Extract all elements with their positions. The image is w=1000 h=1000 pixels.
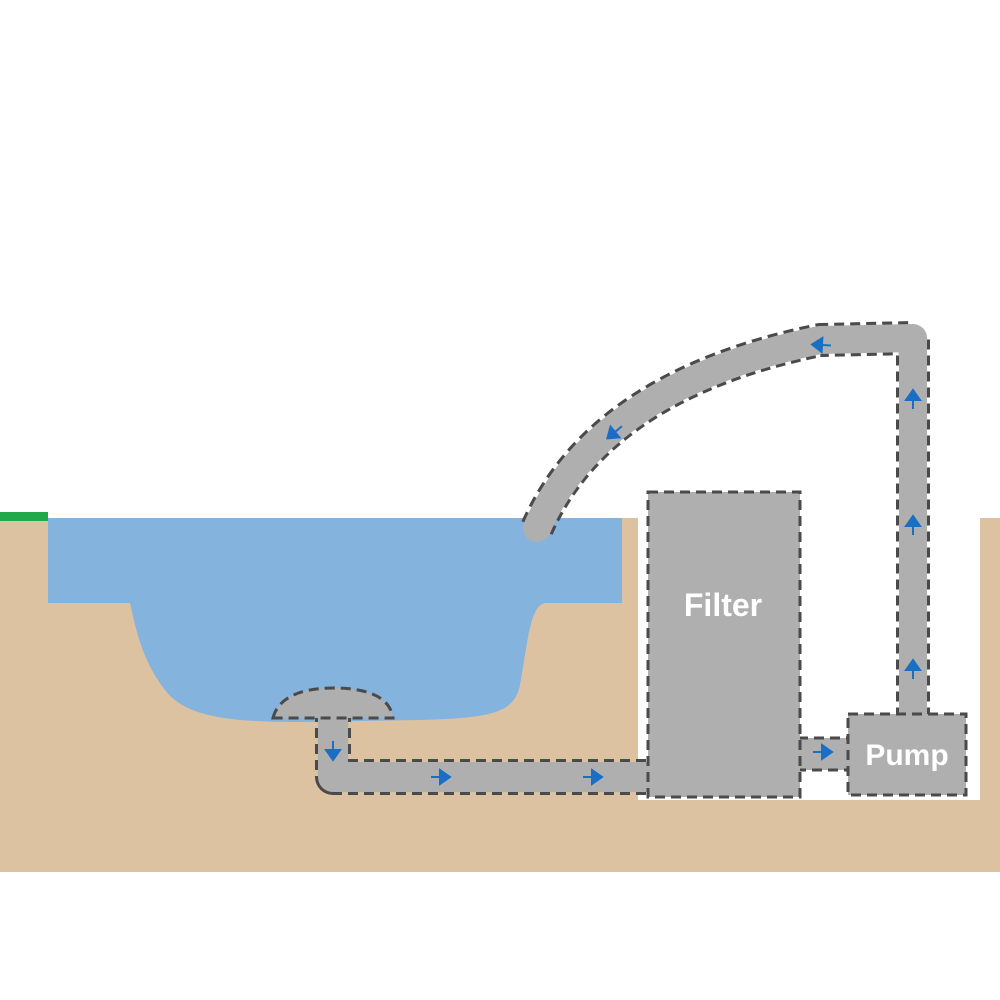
flow-arrow-icon bbox=[583, 768, 604, 786]
flow-arrow-icon bbox=[810, 336, 832, 354]
flow-arrow-icon bbox=[813, 743, 834, 761]
pump-label: Pump bbox=[865, 739, 948, 772]
flow-arrow-icon bbox=[431, 768, 452, 786]
filter-box bbox=[646, 490, 802, 799]
filter-label: Filter bbox=[684, 587, 762, 623]
flow-arrow-icon bbox=[904, 388, 922, 409]
flow-arrow-icon bbox=[324, 741, 342, 762]
bottom-drain bbox=[271, 686, 395, 720]
flow-arrow-icon bbox=[606, 424, 623, 440]
pond-water bbox=[48, 518, 622, 722]
grass-edge bbox=[0, 512, 48, 521]
pump-box bbox=[846, 712, 968, 797]
flow-arrow-icon bbox=[904, 658, 922, 679]
flow-arrow-icon bbox=[904, 514, 922, 535]
drain-pipe bbox=[318, 712, 650, 792]
return-pipe bbox=[523, 324, 927, 730]
